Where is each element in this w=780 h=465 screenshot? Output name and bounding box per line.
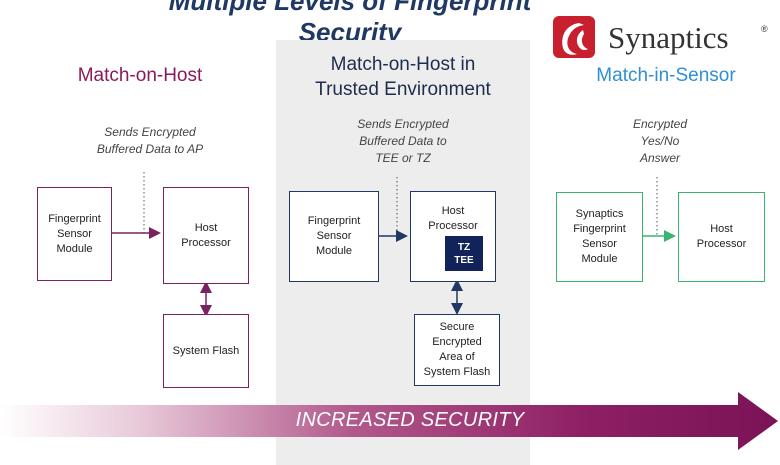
title-trusted-environment: Match-on-Host in Trusted Environment — [315, 54, 491, 100]
logo-wordmark: Synaptics — [608, 20, 729, 55]
note-right: Encrypted Yes/No Answer — [632, 117, 688, 165]
box-fingerprint-sensor-module-middle: Fingerprint Sensor Module — [289, 191, 379, 282]
box-secure-encrypted-flash: Secure Encrypted Area of System Flash — [414, 314, 500, 386]
box-fingerprint-sensor-module-left: Fingerprint Sensor Module — [37, 187, 112, 281]
box-host-processor-right: Host Processor — [678, 192, 765, 282]
title-match-on-host: Match-on-Host — [77, 65, 203, 86]
synaptics-logo-mark — [553, 16, 595, 58]
synaptics-logo — [553, 16, 595, 58]
box-synaptics-sensor-module: Synaptics Fingerprint Sensor Module — [556, 192, 643, 282]
increased-security-label: INCREASED SECURITY — [295, 409, 525, 431]
box-host-processor-left: Host Processor — [163, 187, 249, 284]
box-system-flash-left: System Flash — [163, 314, 249, 388]
increased-security-arrow — [0, 392, 778, 450]
title-match-in-sensor: Match-in-Sensor — [596, 65, 736, 86]
registered-mark: ® — [761, 24, 768, 34]
tz-tee-badge: TZ TEE — [445, 236, 483, 271]
note-middle: Sends Encrypted Buffered Data to TEE or … — [357, 117, 449, 165]
note-left: Sends Encrypted Buffered Data to AP — [96, 125, 204, 156]
